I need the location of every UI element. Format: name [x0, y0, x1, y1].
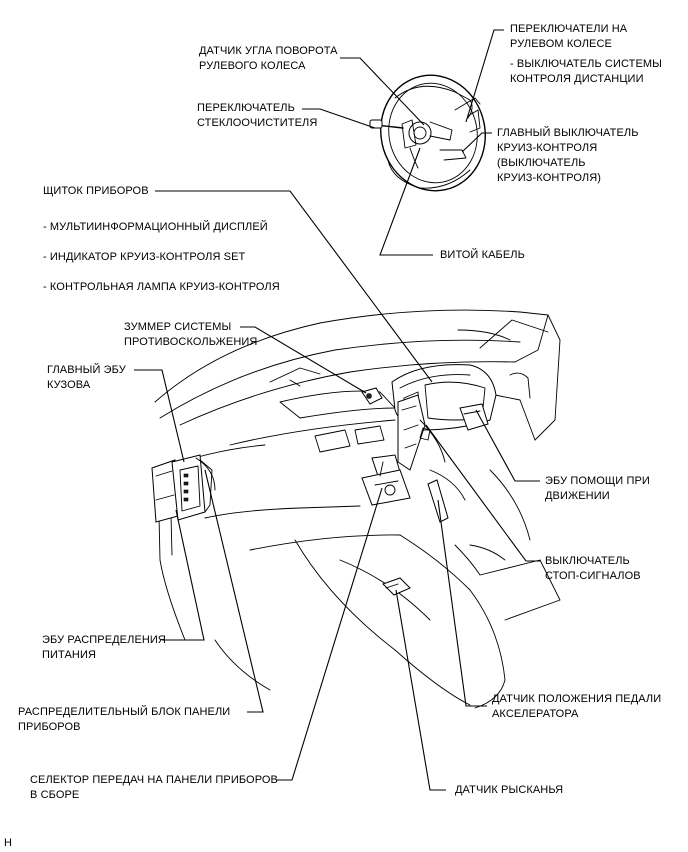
steering-wheel-drawing — [369, 74, 486, 192]
label-cruise-switch-note: (ВЫКЛЮЧАТЕЛЬ КРУИЗ-КОНТРОЛЯ) — [497, 157, 602, 184]
label-driving-support-ecu: ЭБУ ПОМОЩИ ПРИ ДВИЖЕНИИ — [545, 475, 650, 502]
label-shift-selector: СЕЛЕКТОР ПЕРЕДАЧ НА ПАНЕЛИ ПРИБОРОВ В СБ… — [30, 774, 278, 801]
label-junction-block: РАСПРЕДЕЛИТЕЛЬНЫЙ БЛОК ПАНЕЛИ ПРИБОРОВ — [18, 706, 231, 733]
label-multi-display: - МУЛЬТИИНФОРМАЦИОННЫЙ ДИСПЛЕЙ — [43, 221, 268, 233]
label-cruise-warning-lamp: - КОНТРОЛЬНАЯ ЛАМПА КРУИЗ-КОНТРОЛЯ — [43, 281, 280, 293]
dashboard-drawing — [151, 309, 561, 709]
shift-lever-assembly — [361, 454, 411, 506]
label-stop-light-switch: ВЫКЛЮЧАТЕЛЬ СТОП-СИГНАЛОВ — [545, 555, 641, 582]
label-steering-pad-switches: ПЕРЕКЛЮЧАТЕЛИ НА РУЛЕВОМ КОЛЕСЕ — [510, 23, 628, 50]
label-yaw-rate-sensor: ДАТЧИК РЫСКАНЬЯ — [455, 784, 564, 796]
label-wiper-switch: ПЕРЕКЛЮЧАТЕЛЬ СТЕКЛООЧИСТИТЕЛЯ — [197, 102, 318, 129]
label-steering-angle-sensor: ДАТЧИК УГЛА ПОВОРОТА РУЛЕВОГО КОЛЕСА — [199, 45, 338, 72]
label-skid-buzzer: ЗУММЕР СИСТЕМЫ ПРОТИВОСКОЛЬЖЕНИЯ — [124, 321, 258, 348]
column-brackets — [397, 394, 489, 471]
label-spiral-cable: ВИТОЙ КАБЕЛЬ — [440, 249, 525, 261]
label-accel-pedal-sensor: ДАТЧИК ПОЛОЖЕНИЯ ПЕДАЛИ АКСЕЛЕРАТОРА — [492, 693, 662, 720]
label-cruise-set-indicator: - ИНДИКАТОР КРУИЗ-КОНТРОЛЯ SET — [43, 251, 246, 263]
label-combination-meter: ЩИТОК ПРИБОРОВ — [43, 185, 149, 197]
leader-lines — [134, 29, 540, 791]
figure-code: H — [4, 837, 13, 849]
label-cruise-main-switch: ГЛАВНЫЙ ВЫКЛЮЧАТЕЛЬ КРУИЗ-КОНТРОЛЯ — [497, 127, 639, 154]
label-main-body-ecu: ГЛАВНЫЙ ЭБУ КУЗОВА — [47, 364, 126, 391]
label-power-dist-ecu: ЭБУ РАСПРЕДЕЛЕНИЯ ПИТАНИЯ — [42, 634, 166, 661]
body-ecu-stack — [151, 454, 216, 523]
label-distance-control-switch: - ВЫКЛЮЧАТЕЛЬ СИСТЕМЫ КОНТРОЛЯ ДИСТАНЦИИ — [510, 58, 663, 85]
